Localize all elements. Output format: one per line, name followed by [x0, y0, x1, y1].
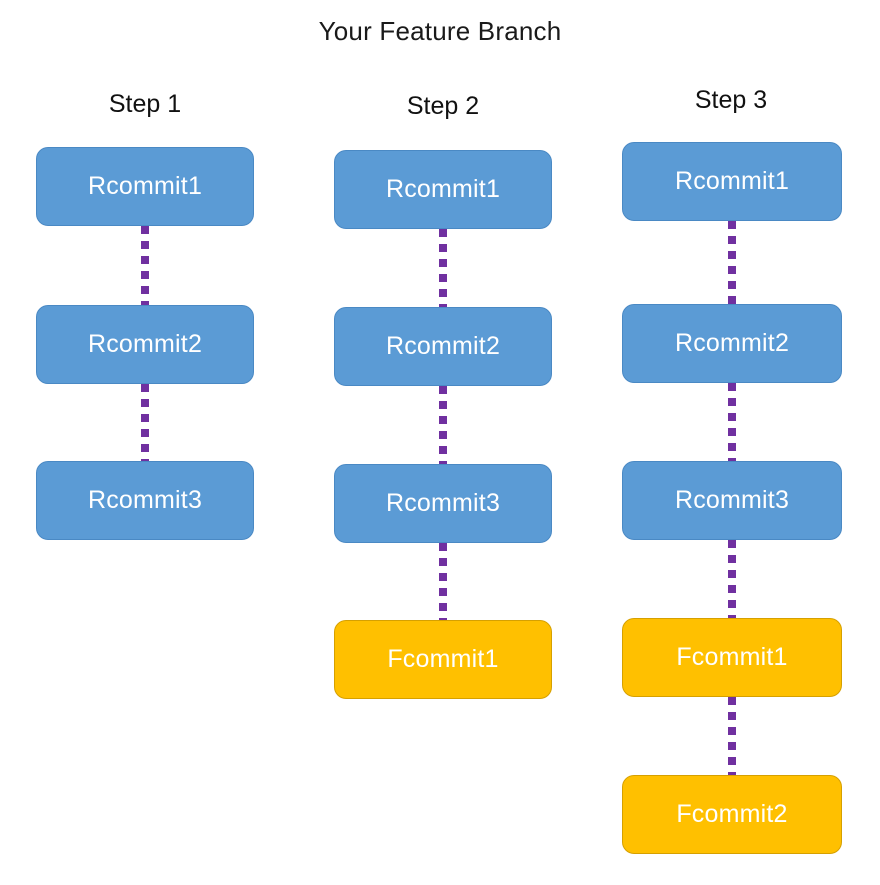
commit-node-step3-fcommit2[interactable]: Fcommit2 — [622, 775, 842, 854]
column-header-step-1: Step 1 — [108, 90, 182, 118]
commit-connector — [728, 697, 736, 775]
commit-node-label: Rcommit2 — [87, 330, 203, 358]
commit-node-step2-rcommit3[interactable]: Rcommit3 — [334, 464, 552, 543]
commit-node-step1-rcommit1[interactable]: Rcommit1 — [36, 147, 254, 226]
commit-connector — [728, 540, 736, 618]
commit-node-label: Fcommit1 — [387, 645, 499, 673]
commit-node-step2-rcommit1[interactable]: Rcommit1 — [334, 150, 552, 229]
commit-connector — [439, 229, 447, 307]
commit-node-label: Rcommit3 — [674, 486, 790, 514]
commit-node-label: Fcommit2 — [676, 800, 788, 828]
commit-node-step3-fcommit1[interactable]: Fcommit1 — [622, 618, 842, 697]
commit-connector — [439, 543, 447, 620]
commit-node-label: Rcommit2 — [385, 332, 501, 360]
commit-node-step3-rcommit1[interactable]: Rcommit1 — [622, 142, 842, 221]
commit-node-label: Rcommit1 — [385, 175, 501, 203]
commit-node-step2-rcommit2[interactable]: Rcommit2 — [334, 307, 552, 386]
commit-connector — [141, 226, 149, 305]
commit-node-label: Rcommit2 — [674, 329, 790, 357]
commit-node-step3-rcommit2[interactable]: Rcommit2 — [622, 304, 842, 383]
commit-node-step3-rcommit3[interactable]: Rcommit3 — [622, 461, 842, 540]
commit-node-step2-fcommit1[interactable]: Fcommit1 — [334, 620, 552, 699]
commit-node-step1-rcommit3[interactable]: Rcommit3 — [36, 461, 254, 540]
commit-node-label: Rcommit1 — [674, 167, 790, 195]
commit-connector — [439, 386, 447, 464]
commit-connector — [141, 384, 149, 461]
commit-node-label: Rcommit3 — [87, 486, 203, 514]
commit-node-step1-rcommit2[interactable]: Rcommit2 — [36, 305, 254, 384]
commit-connector — [728, 383, 736, 461]
commit-connector — [728, 221, 736, 304]
commit-node-label: Rcommit3 — [385, 489, 501, 517]
page-title: Your Feature Branch — [318, 16, 562, 46]
commit-node-label: Fcommit1 — [676, 643, 788, 671]
column-header-step-3: Step 3 — [694, 86, 768, 114]
column-header-step-2: Step 2 — [406, 92, 480, 120]
commit-node-label: Rcommit1 — [87, 172, 203, 200]
